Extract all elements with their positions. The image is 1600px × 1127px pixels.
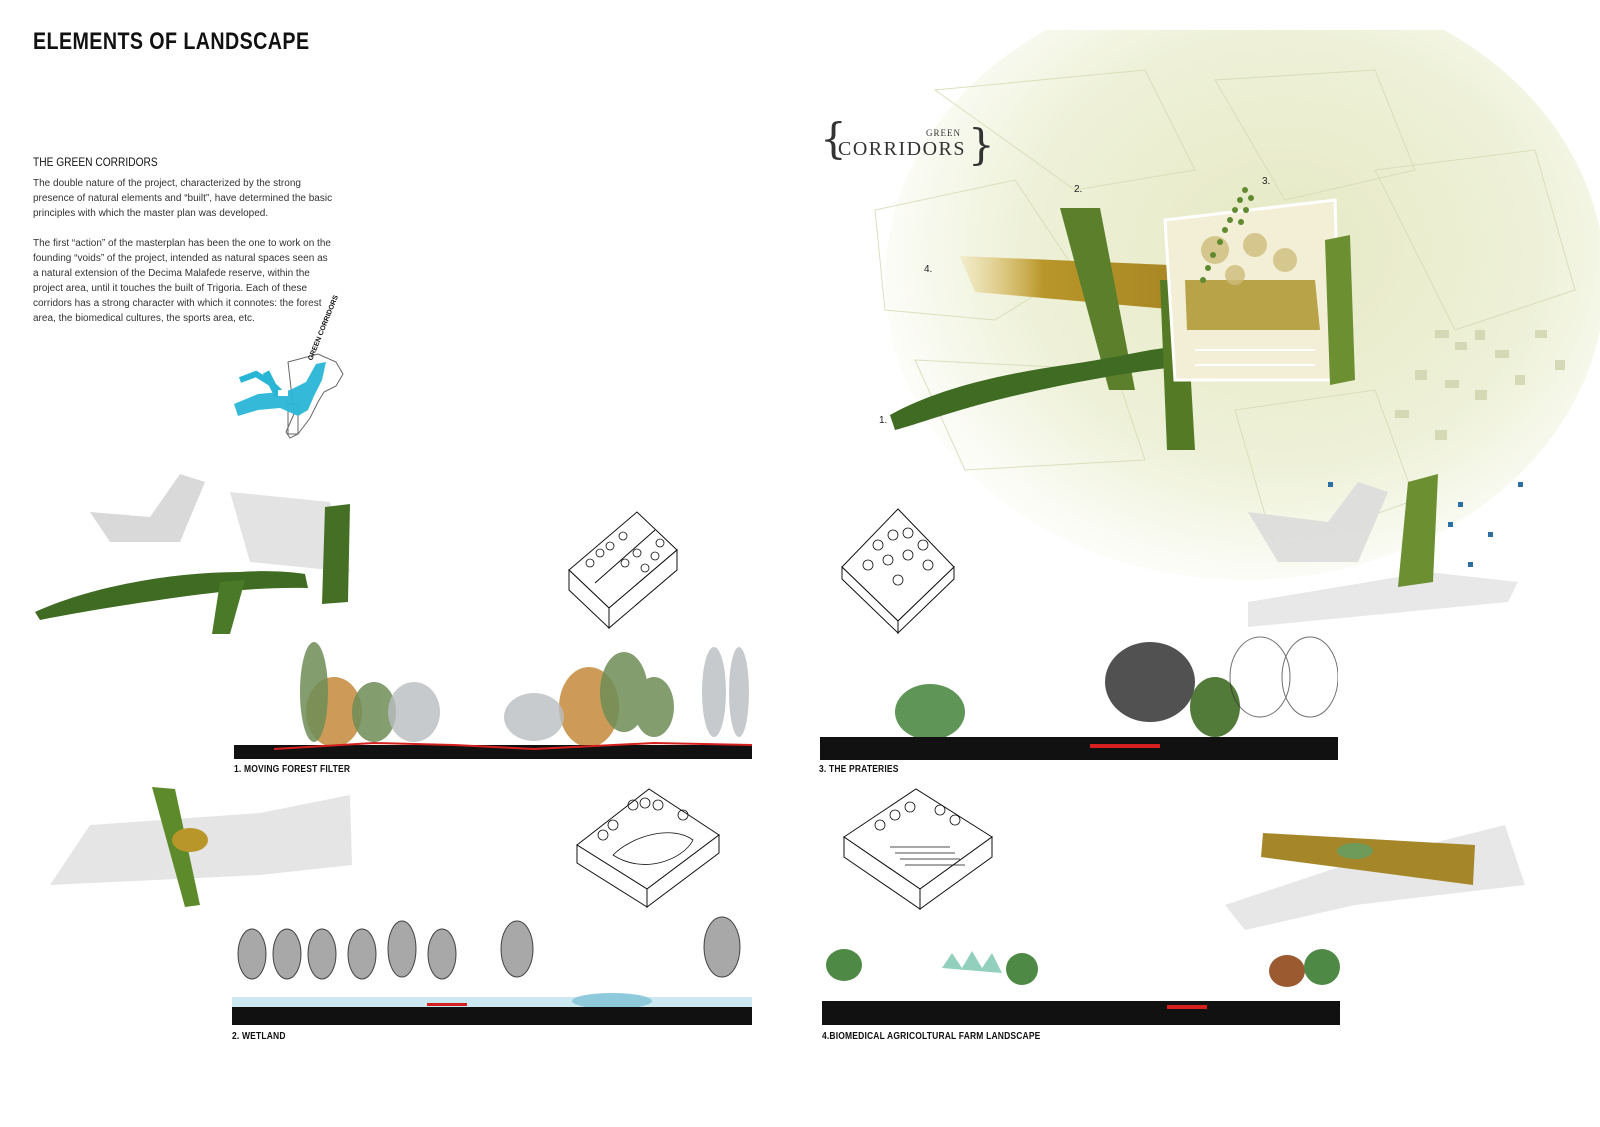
section-4-keyplan	[1205, 785, 1535, 935]
marker-4: 4.	[924, 264, 933, 275]
section-heading: THE GREEN CORRIDORS	[33, 155, 158, 169]
page-title: ELEMENTS OF LANDSCAPE	[33, 28, 310, 55]
section-4-label: 4.BIOMEDICAL AGRICOLTURAL FARM LANDSCAPE	[822, 1031, 1041, 1042]
section-1-label: 1. MOVING FOREST FILTER	[234, 764, 351, 775]
masterplan-title: { GREEN CORRIDORS }	[820, 114, 995, 168]
section-2-axonometric	[573, 785, 723, 910]
brace-left-icon: {	[820, 114, 847, 163]
section-2-keyplan	[30, 785, 360, 910]
masterplan-title-large: CORRIDORS	[838, 138, 966, 160]
marker-1: 1.	[879, 415, 888, 426]
marker-2: 2.	[1074, 184, 1083, 195]
section-3-axonometric	[838, 505, 958, 635]
section-2-elevation	[232, 909, 752, 1025]
marker-3: 3.	[1262, 176, 1271, 187]
section-3-keyplan	[1228, 462, 1568, 637]
masterplan-map	[815, 30, 1600, 640]
section-4-axonometric	[840, 785, 1000, 915]
section-1-elevation	[234, 637, 752, 759]
masterplan-title-small: GREEN	[926, 128, 961, 138]
section-1-axonometric	[565, 508, 680, 633]
section-1-keyplan	[30, 462, 360, 637]
intro-paragraph-1: The double nature of the project, charac…	[33, 178, 333, 219]
section-3-label: 3. THE PRATERIES	[819, 764, 899, 775]
key-map	[228, 352, 358, 442]
brace-right-icon: }	[968, 120, 995, 169]
section-3-elevation	[820, 632, 1338, 760]
section-2-label: 2. WETLAND	[232, 1031, 286, 1042]
intro-paragraph-2: The first “action” of the masterplan has…	[33, 238, 331, 324]
section-4-elevation	[822, 943, 1340, 1025]
